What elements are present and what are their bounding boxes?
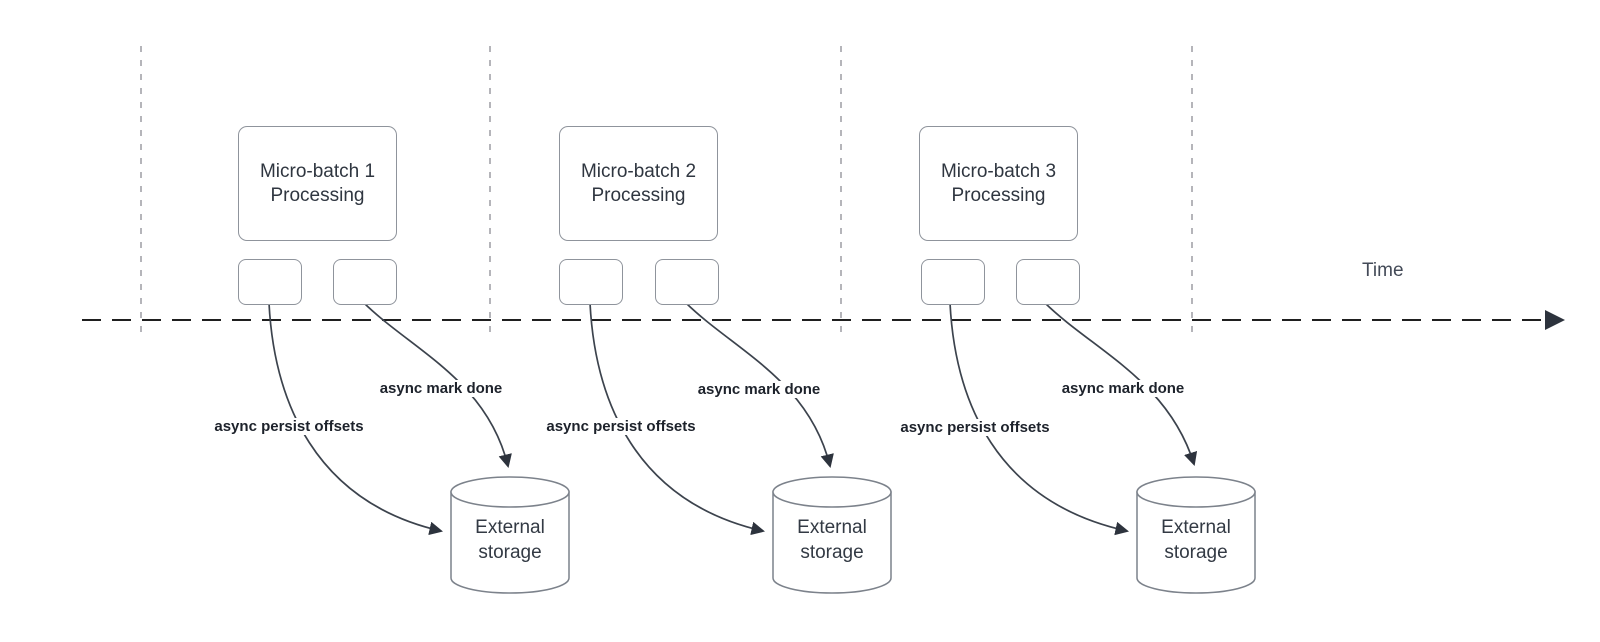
done-task-box-3 <box>1016 259 1080 305</box>
mark-done-label-3: async mark done <box>1033 380 1213 397</box>
mark-done-label-2: async mark done <box>669 381 849 398</box>
persist-offsets-arrow-2 <box>589 302 765 536</box>
persist-offsets-arrow-1 <box>268 302 443 536</box>
storage-label-3: External storage <box>1161 517 1231 563</box>
mark-done-arrow-1 <box>363 302 512 468</box>
mark-done-arrow-3 <box>1044 302 1198 466</box>
mark-done-label-1: async mark done <box>351 380 531 397</box>
storage-label-2: External storage <box>797 517 867 563</box>
mark-done-arrow-2 <box>685 302 834 468</box>
done-task-box-1 <box>333 259 397 305</box>
persist-offsets-arrow-3 <box>949 302 1129 536</box>
time-axis-label: Time <box>1362 260 1404 281</box>
process-box-1: Micro-batch 1 Processing <box>238 126 397 241</box>
storage-cylinder-3 <box>1136 476 1256 594</box>
storage-cylinder-2 <box>772 476 892 594</box>
persist-offsets-label-2: async persist offsets <box>531 418 711 435</box>
done-task-box-2 <box>655 259 719 305</box>
process-box-2: Micro-batch 2 Processing <box>559 126 718 241</box>
persist-offsets-label-3: async persist offsets <box>885 419 1065 436</box>
persist-task-box-3 <box>921 259 985 305</box>
persist-offsets-label-1: async persist offsets <box>199 418 379 435</box>
process-box-3: Micro-batch 3 Processing <box>919 126 1078 241</box>
storage-label-1: External storage <box>475 517 545 563</box>
persist-task-box-1 <box>238 259 302 305</box>
storage-cylinder-1 <box>450 476 570 594</box>
persist-task-box-2 <box>559 259 623 305</box>
